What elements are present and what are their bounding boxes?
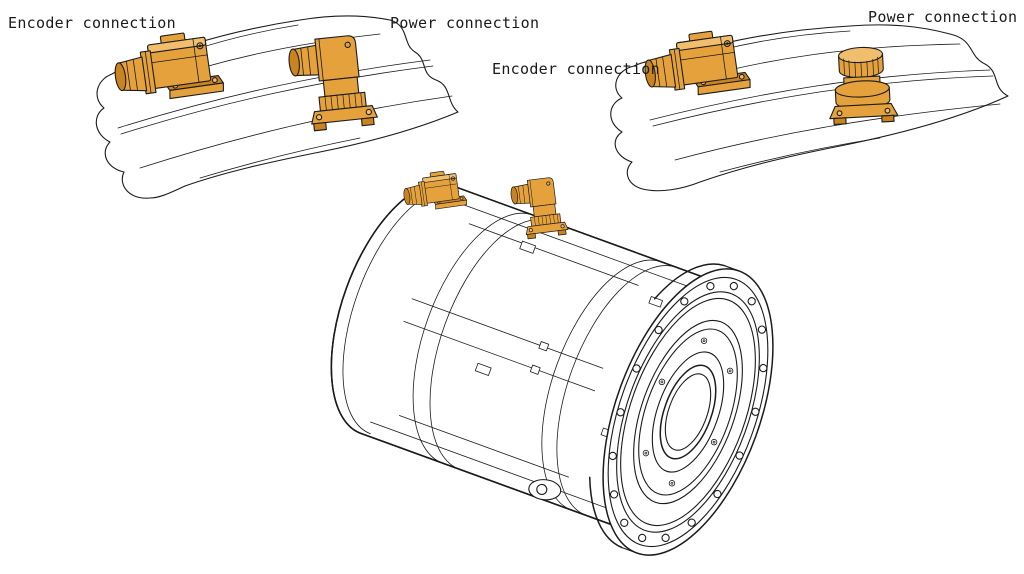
motor-body-seam-lines: [370, 199, 692, 510]
face-screws: [642, 337, 734, 487]
strap-clips: [474, 240, 663, 440]
right-detail-view: [610, 24, 1009, 192]
left-detail-view: [95, 15, 459, 199]
motor-isometric-view: [330, 168, 774, 556]
right-fragment-rib-lines: [649, 30, 1001, 173]
lifting-lug: [528, 479, 562, 501]
label-power-connection-left: Power connection: [390, 14, 540, 32]
label-power-connection-right: Power connection: [868, 8, 1018, 26]
label-encoder-connection-left: Encoder connection: [8, 14, 176, 32]
left-housing-fragment: [95, 15, 459, 199]
label-encoder-connection-right: Encoder connection: [492, 60, 660, 78]
flange-bolt-holes: [608, 281, 768, 543]
